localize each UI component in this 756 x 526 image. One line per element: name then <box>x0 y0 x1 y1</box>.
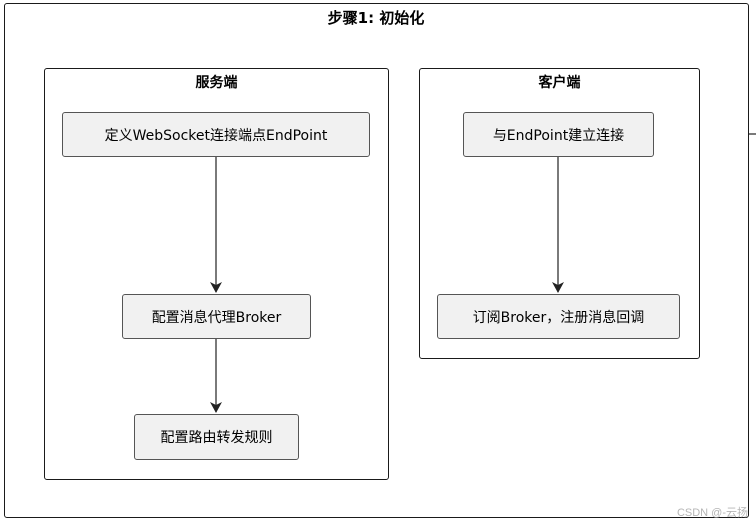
watermark: CSDN @-云扬 <box>676 507 748 519</box>
step-frame <box>4 3 749 518</box>
client-group: 客户端 <box>419 68 700 359</box>
step-title: 步骤1: 初始化 <box>327 9 425 27</box>
server-group-title: 服务端 <box>195 75 238 91</box>
server-group: 服务端 <box>44 68 389 480</box>
node-config-routing: 配置路由转发规则 <box>134 414 299 460</box>
node-subscribe-broker: 订阅Broker，注册消息回调 <box>437 294 680 339</box>
client-group-title: 客户端 <box>538 75 581 91</box>
node-config-broker: 配置消息代理Broker <box>122 294 311 339</box>
node-define-endpoint: 定义WebSocket连接端点EndPoint <box>62 112 370 157</box>
node-connect-endpoint: 与EndPoint建立连接 <box>463 112 654 157</box>
